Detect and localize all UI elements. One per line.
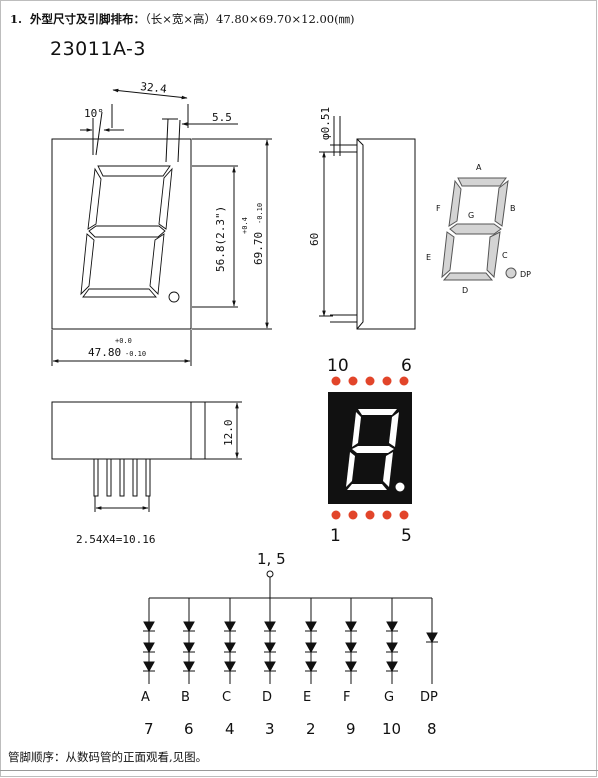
width-tol-plus: +0.0 bbox=[115, 337, 132, 345]
circuit-label-f: F bbox=[343, 690, 350, 705]
segment-diagram bbox=[441, 177, 517, 281]
pin-order-note: 管脚顺序：从数码管的正面观看,见图。 bbox=[8, 750, 208, 764]
top-width-label: 32.4 bbox=[140, 80, 168, 96]
circuit-label-dp: DP bbox=[420, 690, 438, 705]
circuit-pin-f: 9 bbox=[346, 720, 356, 738]
depth-label: 12.0 bbox=[222, 420, 235, 447]
bottom-view bbox=[51, 401, 242, 512]
circuit-label-d: D bbox=[262, 690, 272, 705]
width-label: 47.80 bbox=[88, 346, 121, 359]
circuit-pin-d: 3 bbox=[265, 720, 275, 738]
bottom-pins bbox=[93, 458, 151, 497]
bottom-pin-dots bbox=[331, 510, 409, 520]
width-tol-minus: -0.10 bbox=[125, 350, 146, 358]
segment-width-label: 5.5 bbox=[212, 111, 232, 124]
diodes-a bbox=[143, 621, 155, 673]
segment-label-e: E bbox=[426, 253, 431, 262]
circuit-labels: A B C D E F G DP bbox=[141, 690, 438, 705]
pin-length-label: 60 bbox=[308, 233, 321, 246]
section-dimensions: （长×宽×高）47.80×69.70×12.00(㎜) bbox=[145, 12, 355, 26]
circuit-label-a: A bbox=[141, 690, 150, 705]
diodes-f bbox=[345, 621, 357, 673]
front-digit bbox=[80, 165, 180, 303]
common-pins-label: 1, 5 bbox=[257, 550, 286, 568]
pin-diameter-label: φ0.51 bbox=[319, 107, 332, 140]
height-tol-plus: +0.4 bbox=[241, 217, 249, 234]
circuit-pin-a: 7 bbox=[144, 720, 154, 738]
circuit-pin-g: 10 bbox=[382, 720, 401, 738]
pinout-display bbox=[328, 376, 412, 520]
section-heading: 1. 外型尺寸及引脚排布：（长×宽×高）47.80×69.70×12.00(㎜) bbox=[10, 11, 355, 27]
circuit-label-e: E bbox=[303, 690, 311, 705]
height-tol-minus: -0.10 bbox=[256, 203, 264, 224]
common-terminal bbox=[266, 570, 274, 578]
digit-height-label: 56.8(2.3") bbox=[214, 206, 227, 272]
circuit-pin-c: 4 bbox=[225, 720, 235, 738]
bottom-divider bbox=[0, 770, 598, 771]
display-digit bbox=[346, 409, 405, 492]
diodes-e bbox=[305, 621, 317, 673]
model-number: 23011A-3 bbox=[50, 38, 146, 60]
diodes-g bbox=[386, 621, 398, 673]
diodes-d bbox=[264, 621, 276, 673]
circuit-label-g: G bbox=[384, 690, 394, 705]
pin-label-bottom-right: 5 bbox=[401, 526, 412, 546]
section-title: 外型尺寸及引脚排布： bbox=[30, 12, 146, 26]
pin-label-bottom-left: 1 bbox=[330, 526, 341, 546]
segment-label-dp: DP bbox=[520, 270, 531, 279]
pin-label-top-left: 10 bbox=[327, 356, 349, 376]
diodes-c bbox=[224, 621, 236, 673]
segment-label-f: F bbox=[436, 204, 441, 213]
height-label: 69.70 bbox=[252, 232, 265, 265]
pin-pitch-label: 2.54X4=10.16 bbox=[76, 533, 155, 546]
segment-label-a: A bbox=[476, 163, 482, 172]
segment-label-b: B bbox=[510, 204, 516, 213]
segment-label-c: C bbox=[502, 251, 508, 260]
circuit-pin-numbers: 7 6 4 3 2 9 10 8 bbox=[144, 720, 437, 738]
top-pin-dots bbox=[331, 376, 409, 386]
pin-label-top-right: 6 bbox=[401, 356, 412, 376]
circuit-pin-dp: 8 bbox=[427, 720, 437, 738]
side-view bbox=[319, 116, 416, 330]
diodes-dp bbox=[426, 632, 438, 644]
angle-label: 10° bbox=[84, 107, 104, 120]
section-number: 1. bbox=[10, 12, 23, 26]
segment-label-g: G bbox=[468, 211, 474, 220]
segment-label-d: D bbox=[462, 286, 468, 295]
diode-symbols bbox=[143, 621, 438, 673]
circuit-pin-b: 6 bbox=[184, 720, 194, 738]
front-view bbox=[51, 88, 272, 366]
circuit-label-b: B bbox=[181, 690, 190, 705]
circuit-pin-e: 2 bbox=[306, 720, 316, 738]
diodes-b bbox=[183, 621, 195, 673]
circuit-label-c: C bbox=[222, 690, 231, 705]
